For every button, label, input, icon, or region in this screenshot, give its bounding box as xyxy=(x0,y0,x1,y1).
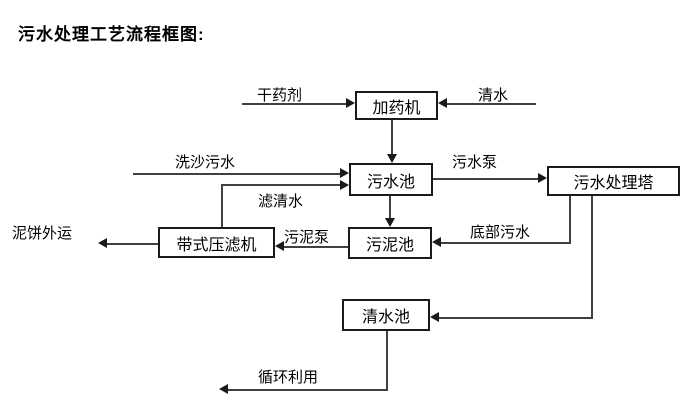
node-sludge-pool-label: 污泥池 xyxy=(365,237,414,254)
node-clear-water-pool-label: 清水池 xyxy=(361,309,410,326)
node-belt-filter-press: 带式压滤机 xyxy=(158,227,275,258)
arrow-right-into-treatment-tower xyxy=(538,173,547,183)
node-sludge-pool: 污泥池 xyxy=(348,227,432,259)
flow-line-sludge-pump xyxy=(284,246,348,248)
arrow-left-into-sludge-pool xyxy=(432,237,441,247)
flow-line-clear-water xyxy=(447,103,536,105)
flow-line-sewage-pump xyxy=(433,178,538,180)
flow-line-sand-washing-sewage xyxy=(133,173,340,175)
flow-line-recycle-horizontal xyxy=(228,389,388,391)
flow-line-filtered-water-horizontal xyxy=(221,184,340,186)
flow-line-sewage-to-sludge-pool xyxy=(389,196,391,218)
label-sand-washing-sewage: 洗沙污水 xyxy=(175,154,236,171)
flow-line-mud-cake-out xyxy=(107,243,158,245)
label-sludge-pump: 污泥泵 xyxy=(284,229,330,246)
flow-line-dosing-to-sewage-pool xyxy=(391,120,393,154)
label-sewage-pump: 污水泵 xyxy=(452,154,498,171)
arrow-left-into-dosing-machine xyxy=(438,98,447,108)
label-recycle-use: 循环利用 xyxy=(258,369,319,386)
flow-line-dry-chemical xyxy=(242,103,346,105)
node-sewage-pool: 污水池 xyxy=(349,163,433,196)
flow-line-bottom-sewage-horizontal xyxy=(441,242,571,244)
node-belt-filter-press-label: 带式压滤机 xyxy=(176,236,257,254)
flow-line-tower-to-clear-pool-horizontal xyxy=(439,317,593,319)
arrow-right-into-sewage-pool-upper xyxy=(340,168,349,178)
flow-line-bottom-sewage-vertical xyxy=(569,196,571,244)
node-dosing-machine: 加药机 xyxy=(355,91,438,120)
arrow-left-mud-cake-out xyxy=(98,238,107,248)
label-clear-water: 清水 xyxy=(478,87,509,104)
flow-line-tower-to-clear-pool-vertical xyxy=(591,196,593,319)
node-treatment-tower-label: 污水处理塔 xyxy=(573,175,654,192)
arrow-down-into-sludge-pool xyxy=(385,218,395,227)
flow-line-recycle-vertical xyxy=(386,331,388,391)
node-dosing-machine-label: 加药机 xyxy=(372,99,421,117)
arrow-right-into-dosing-machine xyxy=(346,98,355,108)
node-treatment-tower: 污水处理塔 xyxy=(547,166,680,196)
node-clear-water-pool: 清水池 xyxy=(342,299,430,331)
arrow-right-into-sewage-pool-lower xyxy=(340,180,349,190)
arrow-left-into-clear-water-pool xyxy=(430,312,439,322)
diagram-title: 污水处理工艺流程框图: xyxy=(18,25,205,44)
node-sewage-pool-label: 污水池 xyxy=(366,173,415,191)
label-bottom-sewage: 底部污水 xyxy=(470,224,531,241)
arrow-left-into-belt-filter-press xyxy=(275,241,284,251)
label-mud-cake-out: 泥饼外运 xyxy=(12,225,73,242)
arrow-down-into-sewage-pool xyxy=(387,154,397,163)
label-filtered-water: 滤清水 xyxy=(258,193,304,210)
arrow-left-recycle-use xyxy=(219,384,228,394)
flow-line-filtered-water-vertical xyxy=(221,185,223,227)
label-dry-chemical: 干药剂 xyxy=(257,87,303,104)
